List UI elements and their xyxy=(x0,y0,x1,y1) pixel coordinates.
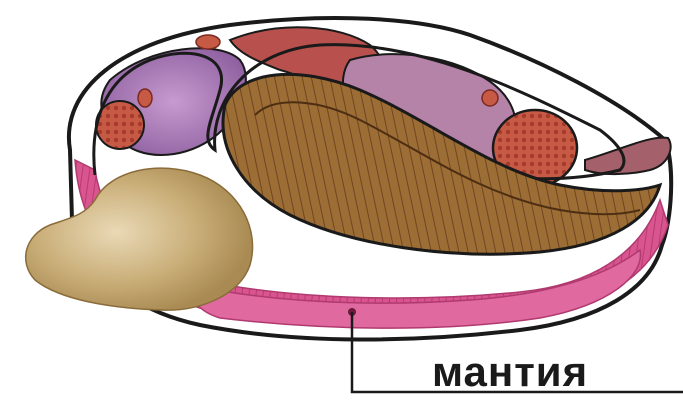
small-organ-top xyxy=(196,35,220,49)
foot xyxy=(26,168,253,310)
mantle-label: мантия xyxy=(432,349,588,395)
small-organ-left xyxy=(138,89,152,107)
small-organ-right xyxy=(482,90,498,106)
